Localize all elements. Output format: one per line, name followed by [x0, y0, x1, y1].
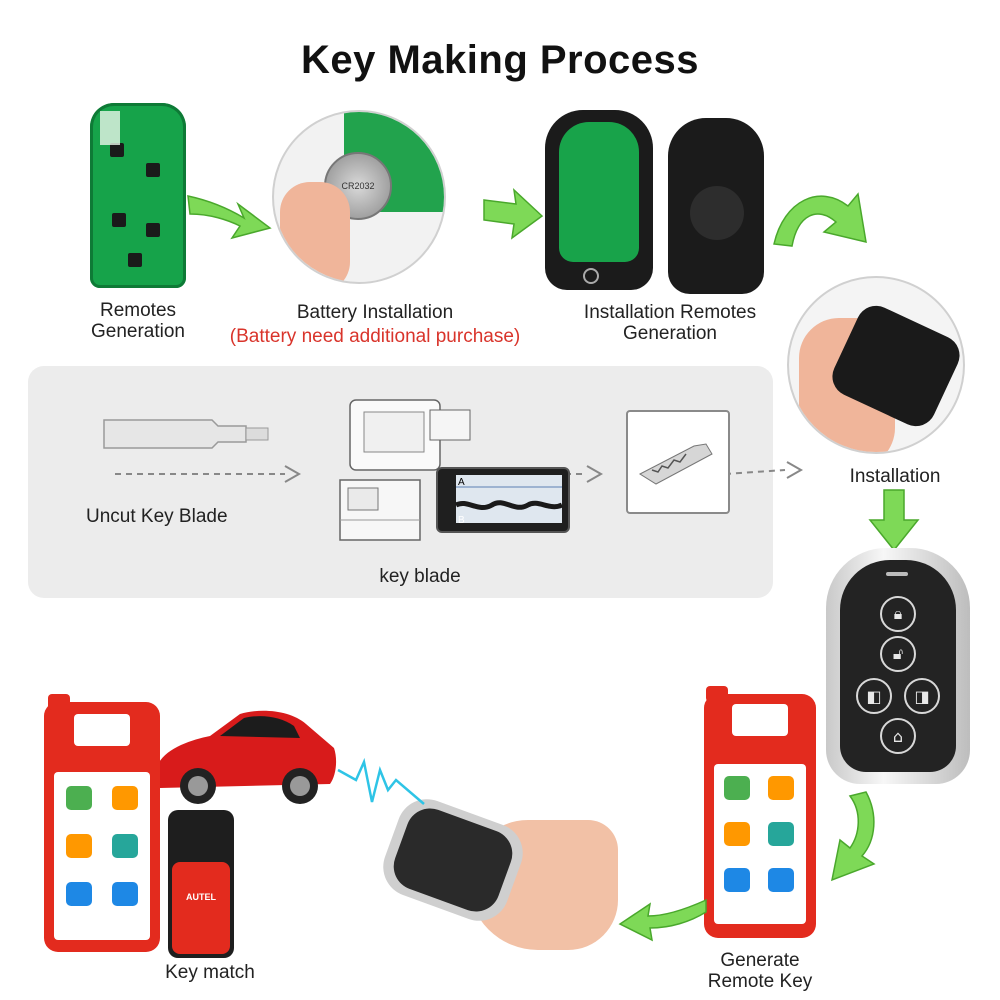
- finished-remote-key: 🔒︎ 🔓︎ ◧ ◨ ⌂: [826, 548, 970, 784]
- flow-arrow-down-2: [830, 791, 876, 882]
- obd-brand-label: AUTEL: [186, 892, 216, 902]
- battery-label: CR2032: [341, 181, 375, 191]
- caption-generate-remote-key: Generate Remote Key: [707, 950, 813, 992]
- lock-icon[interactable]: 🔒︎: [880, 596, 916, 632]
- key-cutting-machine-image: [339, 399, 471, 541]
- flow-arrow-curve: [773, 192, 867, 247]
- hand-holding-remote-image: [374, 790, 618, 970]
- installation-image: [787, 276, 965, 454]
- door-left-icon[interactable]: ◧: [856, 678, 892, 714]
- caption-battery-note: (Battery need additional purchase): [229, 326, 521, 347]
- caption-key-blade: key blade: [379, 566, 461, 587]
- unlock-icon[interactable]: 🔓︎: [880, 636, 916, 672]
- flow-arrow-2: [483, 188, 544, 240]
- trunk-icon[interactable]: ⌂: [880, 718, 916, 754]
- remote-pcb-image: [90, 103, 186, 288]
- programming-tablet-left: [44, 694, 160, 952]
- red-car-image: [156, 710, 337, 804]
- graph-label-b: B: [458, 515, 465, 526]
- remote-shell-open-pcb: [545, 110, 653, 290]
- battery-installation-image: CR2032: [272, 110, 446, 284]
- door-right-icon[interactable]: ◨: [904, 678, 940, 714]
- uncut-key-blade-image: [103, 419, 269, 449]
- caption-key-match: Key match: [165, 962, 255, 983]
- cut-key-blade-image: [626, 410, 730, 514]
- flow-arrow-1: [187, 195, 272, 240]
- caption-installation-remotes-generation: Installation Remotes Generation: [583, 302, 757, 344]
- flow-arrow-down-1: [868, 489, 920, 552]
- programming-tablet-right: [704, 686, 816, 938]
- flow-arrow-left: [618, 898, 707, 942]
- caption-uncut-key-blade: Uncut Key Blade: [86, 506, 228, 527]
- cut-profile-graph: A B: [436, 467, 570, 533]
- caption-installation: Installation: [849, 466, 941, 487]
- caption-remotes-generation: Remotes Generation: [90, 300, 185, 342]
- remote-shell-back: [668, 118, 764, 294]
- caption-battery-installation: Battery Installation: [296, 302, 454, 323]
- signal-wave-icon: [337, 757, 425, 805]
- graph-label-a: A: [458, 477, 465, 488]
- obd-dongle-image: AUTEL: [168, 810, 234, 958]
- page-title: Key Making Process: [300, 38, 700, 82]
